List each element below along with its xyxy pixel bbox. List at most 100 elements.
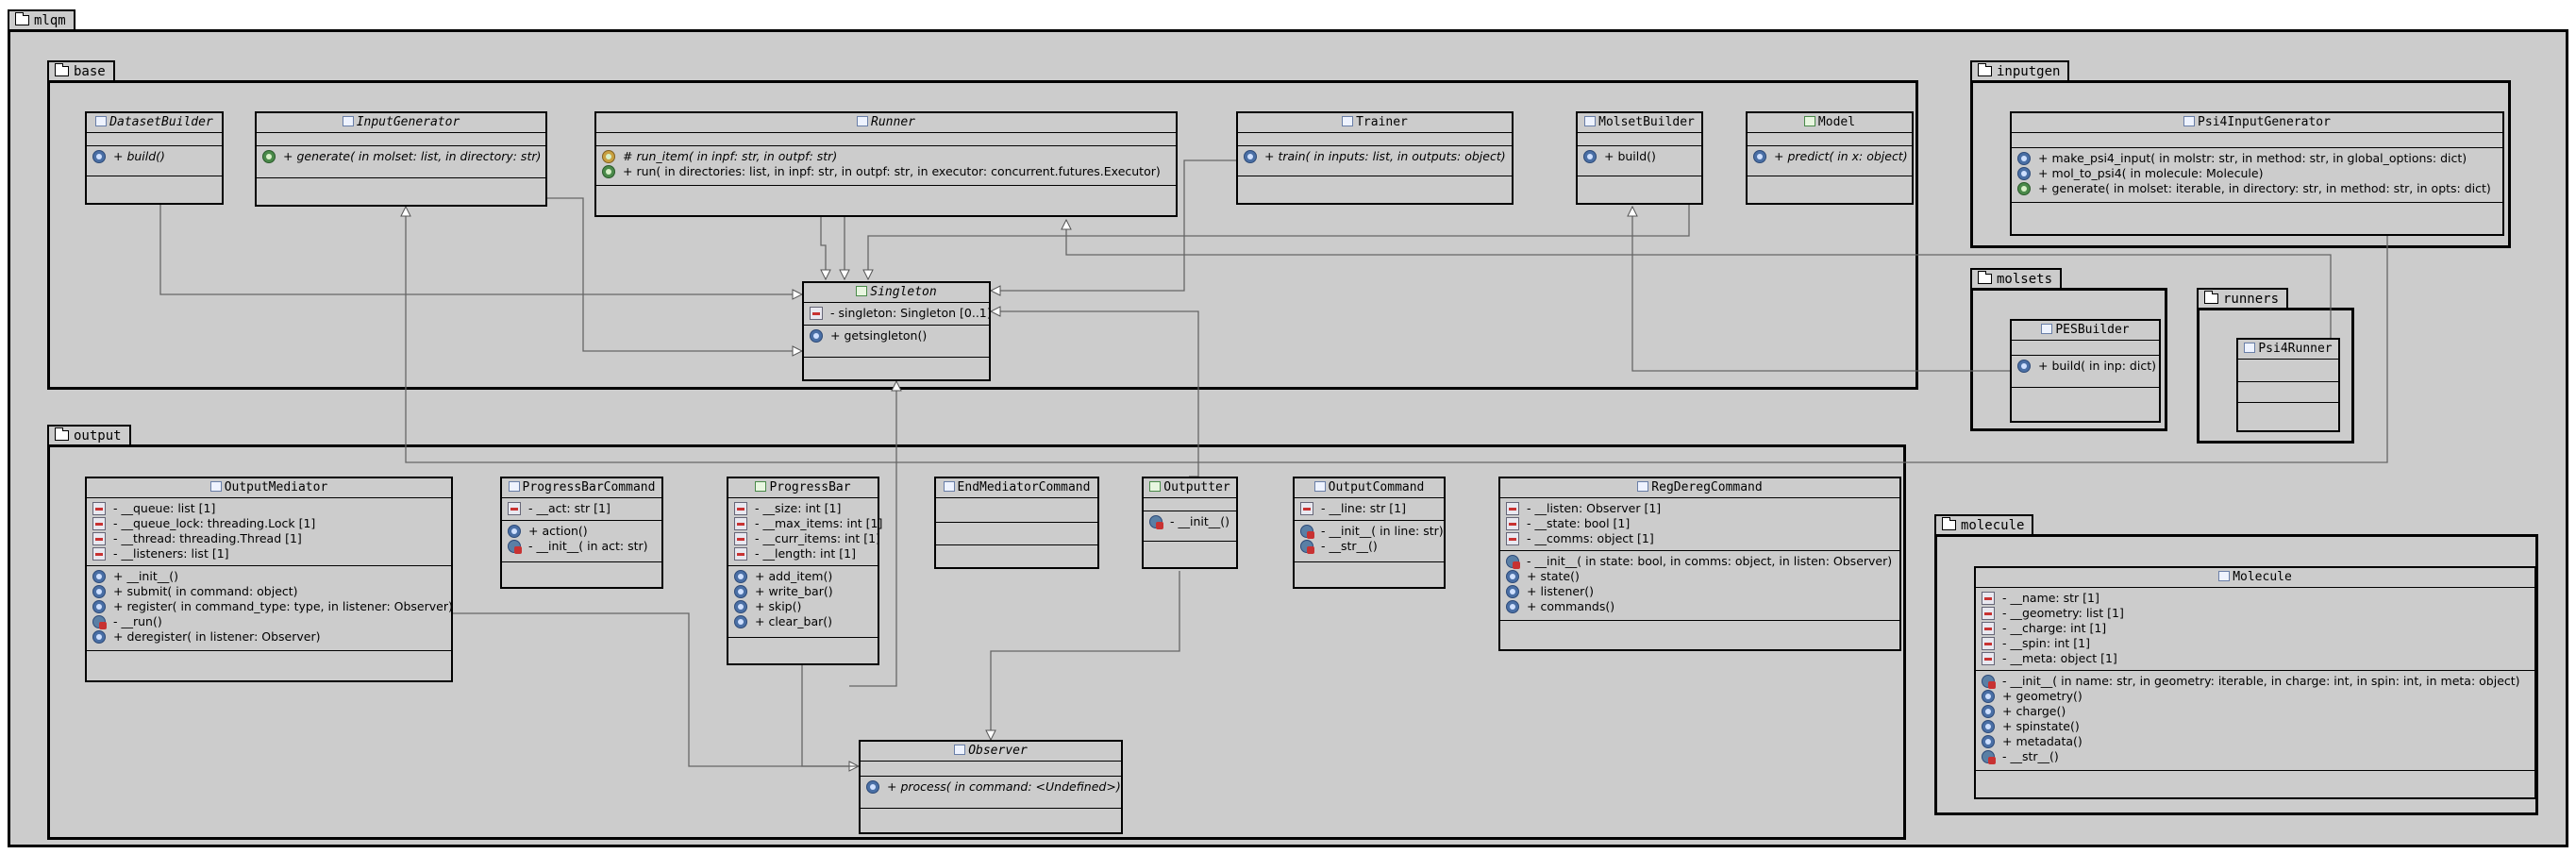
class-icon xyxy=(1313,481,1326,492)
private-visibility-icon xyxy=(734,517,747,530)
class-runner[interactable]: Runner # run_item( in inpf: str, in outp… xyxy=(594,111,1178,217)
operation-row: + __init__() xyxy=(92,569,447,584)
public-visibility-icon xyxy=(866,780,879,794)
class-dataset-builder[interactable]: DatasetBuilder + build() xyxy=(85,111,224,205)
attributes-section xyxy=(861,762,1121,777)
class-outputter[interactable]: Outputter - __init__() xyxy=(1142,477,1238,569)
attribute-row: - __queue: list [1] xyxy=(92,501,447,516)
extra-section xyxy=(257,178,545,203)
class-name: DatasetBuilder xyxy=(87,113,222,133)
attribute-row: - __line: str [1] xyxy=(1300,501,1440,516)
attributes-section xyxy=(2012,341,2159,356)
extra-section xyxy=(87,651,451,676)
public-visibility-icon xyxy=(1506,570,1519,583)
private-visibility-icon xyxy=(734,532,747,545)
private-visibility-icon xyxy=(734,502,747,515)
class-reg-dereg-command[interactable]: RegDeregCommand - __listen: Observer [1]… xyxy=(1498,477,1901,651)
private-method-icon xyxy=(1982,675,1996,689)
attributes-section xyxy=(936,498,1097,523)
extra-section xyxy=(936,545,1097,568)
class-input-generator[interactable]: InputGenerator + generate( in molset: li… xyxy=(255,111,547,207)
class-name: EndMediatorCommand xyxy=(936,478,1097,498)
class-name: Observer xyxy=(861,742,1121,762)
operation-row: + generate( in molset: iterable, in dire… xyxy=(2017,181,2499,196)
attribute-row: - __charge: int [1] xyxy=(1982,621,2531,636)
class-icon xyxy=(1803,116,1815,126)
class-progress-bar[interactable]: ProgressBar - __size: int [1] - __max_it… xyxy=(727,477,882,665)
attribute-row: - singleton: Singleton [0..1] xyxy=(810,306,992,321)
public-visibility-icon xyxy=(734,585,747,598)
attributes-section xyxy=(596,133,1176,146)
class-molecule[interactable]: Molecule - __name: str [1] - __geometry:… xyxy=(1974,566,2536,799)
private-visibility-icon xyxy=(92,547,106,561)
private-visibility-icon xyxy=(92,517,106,530)
operation-row: - __init__( in state: bool, in comms: ob… xyxy=(1506,554,1896,569)
operation-row: + deregister( in listener: Observer) xyxy=(92,629,447,645)
class-trainer[interactable]: Trainer + train( in inputs: list, in out… xyxy=(1236,111,1514,205)
class-psi4-input-generator[interactable]: Psi4InputGenerator + make_psi4_input( in… xyxy=(2010,111,2504,236)
extra-section xyxy=(87,176,222,201)
class-icon xyxy=(1637,481,1649,492)
public-visibility-icon xyxy=(1982,690,1995,703)
class-output-command[interactable]: OutputCommand - __line: str [1] - __init… xyxy=(1293,477,1446,589)
attributes-section: - __listen: Observer [1] - __state: bool… xyxy=(1500,498,1899,551)
package-tab-molecule: molecule xyxy=(1934,514,2034,535)
attributes-section: - __queue: list [1] - __queue_lock: thre… xyxy=(87,498,451,566)
class-icon xyxy=(2183,116,2196,126)
operation-row: + build( in inp: dict) xyxy=(2017,359,2156,374)
class-observer[interactable]: Observer + process( in command: <Undefin… xyxy=(859,740,1123,834)
attributes-section: - __size: int [1] - __max_items: int [1]… xyxy=(728,498,882,566)
class-icon xyxy=(857,116,869,126)
operations-section: + train( in inputs: list, in outputs: ob… xyxy=(1238,146,1512,176)
class-name: ProgressBar xyxy=(728,478,878,498)
class-name: Molecule xyxy=(1976,568,2534,588)
class-name: PESBuilder xyxy=(2012,321,2159,341)
operation-row: + mol_to_psi4( in molecule: Molecule) xyxy=(2017,166,2499,181)
class-icon xyxy=(954,745,966,755)
operation-row: + train( in inputs: list, in outputs: ob… xyxy=(1244,149,1508,164)
package-folder-icon xyxy=(1978,63,1992,76)
private-method-icon xyxy=(1982,750,1996,764)
attributes-section xyxy=(1578,133,1701,146)
attribute-row: - __length: int [1] xyxy=(734,546,874,561)
class-icon xyxy=(95,116,108,126)
class-name: OutputCommand xyxy=(1295,478,1444,498)
class-psi4-runner[interactable]: Psi4Runner xyxy=(2236,338,2340,432)
public-visibility-icon xyxy=(810,329,823,343)
attribute-row: - __meta: object [1] xyxy=(1982,651,2531,666)
class-icon xyxy=(2244,343,2256,353)
class-icon xyxy=(2041,324,2053,334)
package-folder-icon xyxy=(55,427,69,441)
extra-section xyxy=(2012,203,2502,231)
operation-row: + metadata() xyxy=(1982,734,2531,749)
public-visibility-icon xyxy=(734,615,747,628)
attribute-row: - __size: int [1] xyxy=(734,501,874,516)
operations-section: + build() xyxy=(87,146,222,176)
operations-section xyxy=(936,523,1097,545)
class-icon xyxy=(1149,481,1162,492)
class-singleton[interactable]: Singleton - singleton: Singleton [0..1] … xyxy=(802,281,992,381)
class-output-mediator[interactable]: OutputMediator - __queue: list [1] - __q… xyxy=(85,477,453,682)
operation-row: + charge() xyxy=(1982,704,2531,719)
public-visibility-icon xyxy=(2017,167,2031,180)
class-pes-builder[interactable]: PESBuilder + build( in inp: dict) xyxy=(2010,319,2161,423)
operations-section: + make_psi4_input( in molstr: str, in me… xyxy=(2012,148,2502,203)
attribute-row: - __spin: int [1] xyxy=(1982,636,2531,651)
package-tab-molsets: molsets xyxy=(1970,268,2063,289)
package-folder-icon xyxy=(1978,271,1992,284)
class-molset-builder[interactable]: MolsetBuilder + build() xyxy=(1576,111,1703,205)
attribute-row: - __state: bool [1] xyxy=(1506,516,1896,531)
class-end-mediator-command[interactable]: EndMediatorCommand xyxy=(934,477,1099,569)
package-tab-mlqm: mlqm xyxy=(8,9,75,30)
extra-section xyxy=(804,358,989,380)
abstract-public-visibility-icon xyxy=(602,165,615,178)
package-tab-output: output xyxy=(47,425,131,445)
private-visibility-icon xyxy=(1506,532,1519,545)
class-progress-bar-command[interactable]: ProgressBarCommand - __act: str [1] + ac… xyxy=(500,477,663,589)
attributes-section xyxy=(1748,133,1912,146)
class-model[interactable]: Model + predict( in x: object) xyxy=(1746,111,1914,205)
operation-row: + commands() xyxy=(1506,599,1896,614)
public-visibility-icon xyxy=(1982,720,1995,733)
attribute-row: - __act: str [1] xyxy=(508,501,658,516)
